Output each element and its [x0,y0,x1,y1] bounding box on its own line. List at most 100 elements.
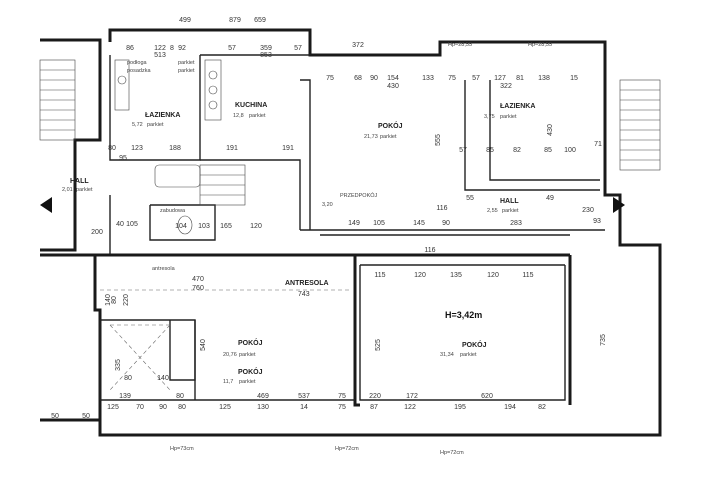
dim-top-20: 127 [494,75,506,82]
dim-vert-2: 525 [375,339,382,351]
dim-low-6: 115 [522,272,533,279]
vestibule-name: PRZEDPOKÓJ [340,192,378,199]
dim-vert-8: 80 [111,296,118,304]
dim-mid-23: 103 [198,223,210,230]
dim-mid-26: 116 [424,247,435,254]
dim-mid-21: 200 [91,229,103,236]
hall-right-area: 2,55 [487,208,498,214]
dim-mid-28: 93 [593,218,601,225]
dashed-guides [100,289,350,391]
room2-floor: parkiet [239,352,256,358]
floor-note-1: podłoga [127,60,148,66]
dim-mid-4: 191 [282,145,294,152]
vestibule-area: 3,20 [322,202,333,208]
room4-name: POKÓJ [462,340,487,349]
dim-top-3: 86 [126,45,134,52]
kitchen-name: KUCHINA [235,102,267,109]
dim-mid-12: 49 [546,195,554,202]
dim-mid-17: 145 [413,220,425,227]
dim-top-1: 879 [229,17,241,24]
dim-vert-1: 430 [547,124,554,136]
bathroom2-name: ŁAZIENKA [500,103,535,110]
dim-mid-6: 57 [459,147,467,154]
dim-low-1: 760 [192,285,204,292]
room3-area: 11,7 [223,379,233,385]
sill-top-2: Hp=28,55 [528,42,552,48]
dim-bottom-20: 194 [504,404,516,411]
dim-top-9: 57 [294,45,302,52]
dim-mid-25: 120 [250,223,262,230]
dim-bottom-17: 87 [370,404,378,411]
room1-area: 21,73 [364,134,378,140]
dim-vert-6: 140 [105,294,112,306]
walls [40,28,662,437]
dim-mid-15: 149 [348,220,360,227]
dim-mid-19: 283 [510,220,522,227]
room2-name: POKÓJ [238,338,263,347]
sill-top-1: Hp=28,55 [448,42,472,48]
dim-top-13: 75 [326,75,334,82]
room4-area: 31,34 [440,352,454,358]
dim-vert-7: 220 [123,294,130,306]
dim-bottom-1: 80 [176,393,184,400]
room1-floor: parkiet [380,134,397,140]
dim-top-5: 8 [170,45,174,52]
dim-mid-10: 100 [564,147,576,154]
dim-bottom-12: 80 [178,404,186,411]
wardrobe-note: zabudowa [160,208,186,214]
dim-vert-4: 335 [115,359,122,371]
dim-mid-18: 90 [442,220,450,227]
bathroom2-floor: parkiet [500,114,517,120]
room1-name: POKÓJ [378,121,403,130]
dim-bottom-4: 75 [338,393,346,400]
dim-mid-5: 95 [119,155,127,162]
dim-bottom-19: 195 [454,404,466,411]
dim-top-6: 92 [178,45,186,52]
dim-bottom-9: 125 [107,404,119,411]
dim-low-5: 120 [487,272,499,279]
dim-bottom-21: 82 [538,404,546,411]
dim-top-15: 90 [370,75,378,82]
dim-mid-0: 80 [108,145,116,152]
dim-bottom-18: 122 [404,404,416,411]
stairs-right [619,79,661,171]
dim-mid-13: 40 [116,221,124,228]
bathroom1-name: ŁAZIENKA [145,112,180,119]
dim-top-22: 138 [538,75,550,82]
sill-note-3: Hp=72cm [440,450,464,456]
floor-note-2: posadzka [127,68,151,74]
room2-area: 20,76 [223,352,237,358]
dim-mid-11: 55 [466,195,474,202]
dim-top-2: 659 [254,17,266,24]
sill-note-2: Hp=72cm [335,446,359,452]
room-labels: KUCHINA 12,8 parkiet ŁAZIENKA 5,72 parki… [62,42,552,456]
dim-vert-0: 555 [435,134,442,146]
dim-bottom-3: 537 [298,393,310,400]
dim-top-7: 57 [228,45,236,52]
dim-mid-22: 104 [175,223,187,230]
dim-low-7: 80 [124,375,132,382]
dim-mid-8: 82 [513,147,521,154]
kitchen-area: 12,8 [233,113,244,119]
dim-bottom-7: 620 [481,393,493,400]
dim-vert-5: 735 [600,334,607,346]
fixtures [114,59,246,235]
dim-mid-16: 105 [373,220,385,227]
dim-top-8: 359 [260,45,272,52]
dim-low-0: 470 [192,276,204,283]
entresol-dim: 743 [298,291,310,298]
floor-note-4: parkiet [178,68,195,74]
dim-mid-3: 191 [226,145,238,152]
dim-low-4: 135 [450,272,462,279]
room3-name: POKÓJ [238,367,263,376]
dim-bottom-22: 50 [82,413,90,420]
dim-top-24: 430 [387,83,399,90]
room3-floor: parkiet [239,379,256,385]
dim-mid-27: 230 [582,207,594,214]
room4-floor: parkiet [460,352,477,358]
dim-mid-1: 123 [131,145,143,152]
dim-mid-7: 85 [486,147,494,154]
dim-bottom-5: 220 [369,393,381,400]
dim-low-8: 140 [157,375,169,382]
